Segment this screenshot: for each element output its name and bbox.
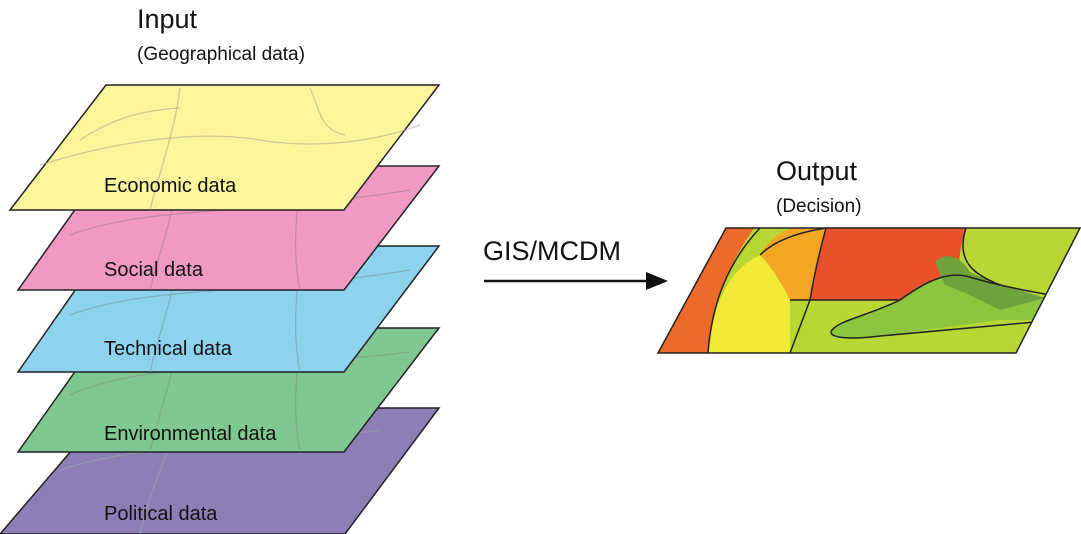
region-mid-green	[831, 272, 1080, 338]
region-light-green-bottom	[790, 300, 1020, 353]
region-yellow	[708, 255, 790, 353]
layer-economic	[8, 84, 441, 211]
output-subtitle: (Decision)	[776, 196, 862, 217]
layer-label-environmental: Environmental data	[104, 423, 277, 445]
input-title: Input	[137, 4, 198, 34]
layer-label-economic: Economic data	[104, 175, 237, 197]
process-label: GIS/MCDM	[483, 236, 621, 266]
region-red-top	[760, 228, 1080, 300]
process-arrow	[484, 272, 668, 290]
region-orange	[760, 228, 826, 300]
output-map	[658, 228, 1080, 353]
output-title: Output	[776, 156, 858, 186]
input-subtitle: (Geographical data)	[137, 44, 305, 65]
output-map-border	[656, 227, 1081, 354]
layer-label-political: Political data	[104, 503, 218, 525]
layer-label-technical: Technical data	[104, 338, 232, 360]
layer-label-social: Social data	[104, 259, 203, 281]
